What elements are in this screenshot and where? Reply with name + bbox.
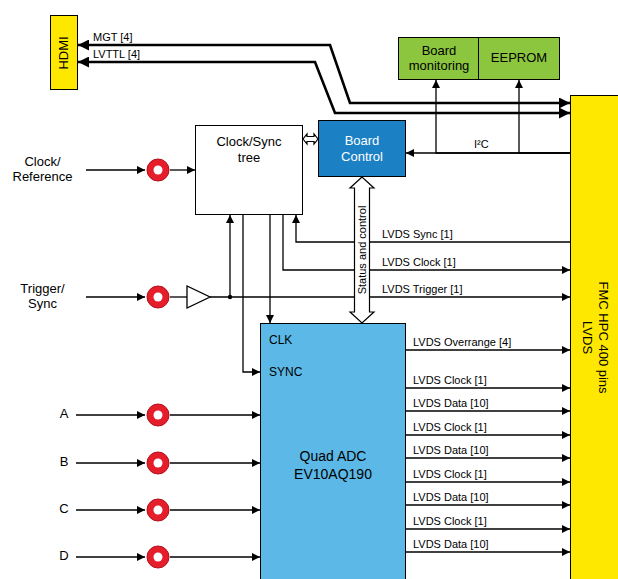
signal-label: LVDS Data [10] (413, 538, 489, 551)
coax-connector (147, 159, 169, 181)
clock-input-wire (170, 169, 195, 170)
input-label: A (56, 407, 72, 422)
coax-connector-pin (154, 553, 163, 562)
signal-label: LVDS Clock [1] (413, 515, 487, 528)
coax-connector (147, 404, 169, 426)
process-box: Board Control (318, 120, 406, 177)
node-text: Board monitoring (399, 44, 479, 74)
signal-connector (406, 481, 570, 482)
coax-connector-pin (154, 166, 163, 175)
node-text: Quad ADC EV10AQ190 (281, 448, 385, 483)
trigger-wire (210, 296, 570, 297)
coax-connector-pin (154, 293, 163, 302)
function-box: Board monitoring (398, 37, 480, 80)
signal-connector (406, 387, 570, 388)
signal-label: LVDS Clock [1] (413, 468, 487, 481)
signal-connector (283, 215, 570, 270)
signal-connector (406, 410, 570, 411)
trigger-wire (170, 296, 187, 297)
node-text: Board Control (326, 133, 398, 164)
signal-label: LVDS Clock [1] (382, 256, 456, 269)
buffer-symbol (187, 286, 210, 308)
signal-label: LVTTL [4] (93, 48, 140, 61)
signal-connector (406, 152, 570, 153)
coax-connector-pin (154, 411, 163, 420)
node-text: FMC HPC 400 pins LVDS (579, 272, 610, 404)
node-text: HDMI (57, 36, 71, 69)
coax-connector (147, 499, 169, 521)
signal-connector (519, 80, 570, 153)
input-label: Trigger/ Sync (5, 282, 80, 312)
signal-connector (243, 215, 260, 372)
input-leader (86, 296, 145, 297)
hollow-double-arrow (350, 177, 374, 323)
node-text: Clock/Sync tree (207, 134, 292, 165)
input-label: D (56, 549, 72, 564)
coax-connector (147, 546, 169, 568)
function-box: EEPROM (478, 37, 560, 80)
coax-connector-pin (154, 459, 163, 468)
node-text: SYNC (269, 365, 302, 379)
signal-label: LVDS Data [10] (413, 444, 489, 457)
input-label: B (56, 455, 72, 470)
signal-label: I²C (474, 138, 489, 151)
signal-label: LVDS Data [10] (413, 397, 489, 410)
signal-label: LVDS Trigger [1] (382, 283, 463, 296)
input-label: C (56, 502, 72, 517)
signal-connector (406, 349, 570, 350)
analog-input-wire (170, 556, 260, 557)
input-leader (76, 509, 145, 510)
process-box: Clock/Sync tree (195, 125, 303, 215)
signal-label: MGT [4] (93, 31, 133, 44)
signal-label: LVDS Clock [1] (413, 374, 487, 387)
signal-label: Status and control (357, 206, 368, 295)
signal-connector (406, 457, 570, 458)
node-text: EEPROM (488, 51, 550, 66)
analog-input-wire (170, 509, 260, 510)
connector-box: HDMI (50, 15, 78, 90)
trigger-branch-wire (229, 215, 230, 297)
connector-box: FMC HPC 400 pins LVDS (570, 95, 618, 579)
input-connectors (147, 159, 169, 568)
coax-connector (147, 286, 169, 308)
input-leader (86, 169, 145, 170)
signal-label: LVDS Clock [1] (413, 421, 487, 434)
input-leader (76, 556, 145, 557)
input-label: Clock/ Reference (5, 155, 80, 185)
signal-connector (269, 215, 270, 323)
signal-connector (296, 215, 570, 242)
input-leader (76, 462, 145, 463)
signal-connector (406, 504, 570, 505)
coax-connector-pin (154, 506, 163, 515)
coax-connector (147, 452, 169, 474)
signal-label: LVDS Sync [1] (382, 228, 453, 241)
signal-connector (436, 80, 570, 153)
adc-chip-box: CLK SYNC Quad ADC EV10AQ190 (260, 323, 406, 579)
hollow-double-arrow (303, 134, 318, 144)
signal-label: LVDS Overrange [4] (413, 336, 511, 349)
signal-connector (406, 434, 570, 435)
junction-dot (228, 295, 232, 299)
node-text: CLK (269, 333, 292, 347)
input-leader (76, 414, 145, 415)
signal-connector (406, 528, 570, 529)
signal-connector (406, 551, 570, 552)
signal-label: LVDS Data [10] (413, 491, 489, 504)
analog-input-wire (170, 462, 260, 463)
analog-input-wire (170, 414, 260, 415)
